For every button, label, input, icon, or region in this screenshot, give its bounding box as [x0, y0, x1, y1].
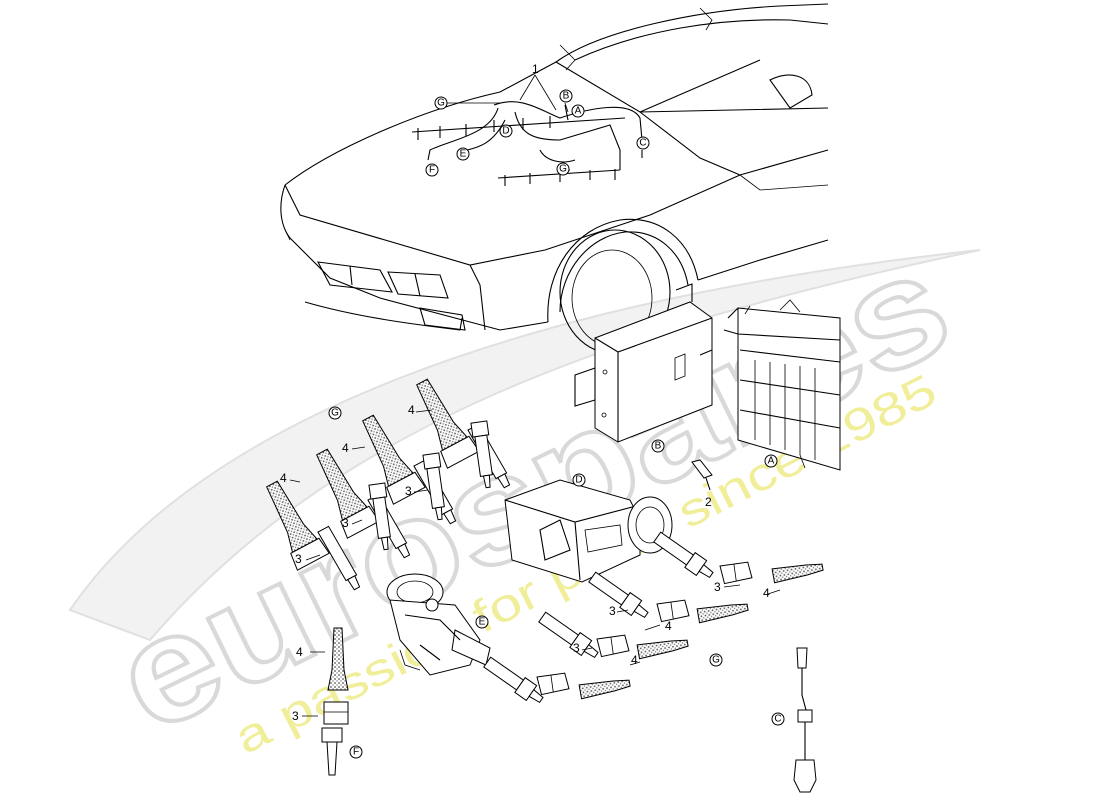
callout-a: A	[764, 454, 778, 468]
svg-text:F: F	[353, 747, 359, 758]
injector-connector	[719, 561, 753, 585]
svg-text:G: G	[437, 98, 445, 109]
callout-4: 4	[296, 645, 303, 659]
svg-text:E: E	[460, 149, 467, 160]
callout-3: 3	[295, 552, 302, 566]
callout-b: B	[651, 439, 665, 453]
protective-boot	[578, 679, 631, 700]
callout-4: 4	[665, 619, 672, 633]
svg-text:G: G	[331, 408, 339, 419]
svg-text:G: G	[712, 655, 720, 666]
temperature-sensor-f	[321, 727, 343, 776]
callout-e: E	[475, 615, 489, 629]
throttle-body	[386, 573, 491, 676]
injector-nozzle	[653, 531, 714, 579]
circled-callouts: G B A D E F G C G B A D E G C F	[328, 89, 785, 759]
callout-3: 3	[342, 516, 349, 530]
injector-nozzle	[483, 656, 544, 704]
callout-g: G	[434, 96, 448, 110]
protective-boot	[327, 627, 349, 691]
svg-text:B: B	[563, 91, 570, 102]
temperature-sensor-part-2	[691, 459, 713, 491]
callout-g: G	[709, 653, 723, 667]
callout-3: 3	[405, 484, 412, 498]
callout-b: B	[559, 89, 573, 103]
injector-connector	[596, 634, 630, 658]
svg-text:D: D	[502, 126, 509, 137]
injector-connector	[536, 672, 570, 696]
svg-text:C: C	[774, 714, 781, 725]
callout-4: 4	[408, 403, 415, 417]
protective-boot	[696, 603, 749, 624]
callout-f: F	[349, 745, 363, 759]
callout-4: 4	[280, 471, 287, 485]
callout-3: 3	[714, 580, 721, 594]
leader-lines	[289, 74, 781, 717]
callout-3: 3	[573, 641, 580, 655]
callout-d: D	[572, 473, 586, 487]
svg-text:G: G	[559, 164, 567, 175]
callout-1: 1	[532, 62, 539, 76]
svg-text:A: A	[575, 106, 582, 117]
callout-a: A	[571, 104, 585, 118]
air-flow-meter	[504, 479, 673, 583]
wiring-harness	[411, 101, 643, 186]
callout-g: G	[556, 162, 570, 176]
svg-text:A: A	[768, 456, 775, 467]
protective-boot	[636, 639, 689, 660]
svg-text:C: C	[639, 138, 646, 149]
callout-c: C	[636, 136, 650, 150]
callout-3: 3	[292, 709, 299, 723]
callout-4: 4	[631, 653, 638, 667]
control-unit	[574, 283, 713, 443]
injector-nozzle	[588, 571, 649, 619]
callout-2: 2	[705, 495, 712, 509]
svg-text:B: B	[655, 441, 662, 452]
callout-c: C	[771, 712, 785, 726]
relay-panel	[723, 299, 841, 471]
fuel-injector	[470, 420, 493, 489]
svg-text:D: D	[575, 475, 582, 486]
fuel-injector	[422, 452, 445, 521]
injector-set	[266, 378, 824, 725]
svg-text:E: E	[479, 617, 486, 628]
protective-boot	[771, 563, 824, 584]
callout-e: E	[456, 147, 470, 161]
injector-assembly	[266, 480, 361, 591]
callout-f: F	[425, 163, 439, 177]
injector-nozzle	[538, 611, 599, 659]
callout-d: D	[499, 124, 513, 138]
callout-4: 4	[763, 586, 770, 600]
callout-labels: 1 2 4 4 4 3 3 3 3 4 3 4 3 4 4 3	[280, 62, 770, 723]
fuel-injector	[368, 482, 391, 551]
injector-connector	[323, 701, 349, 725]
callout-g: G	[328, 406, 342, 420]
svg-text:F: F	[429, 165, 435, 176]
callout-4: 4	[342, 441, 349, 455]
oxygen-sensor	[793, 647, 817, 793]
injector-connector	[656, 599, 690, 623]
callout-3: 3	[609, 604, 616, 618]
